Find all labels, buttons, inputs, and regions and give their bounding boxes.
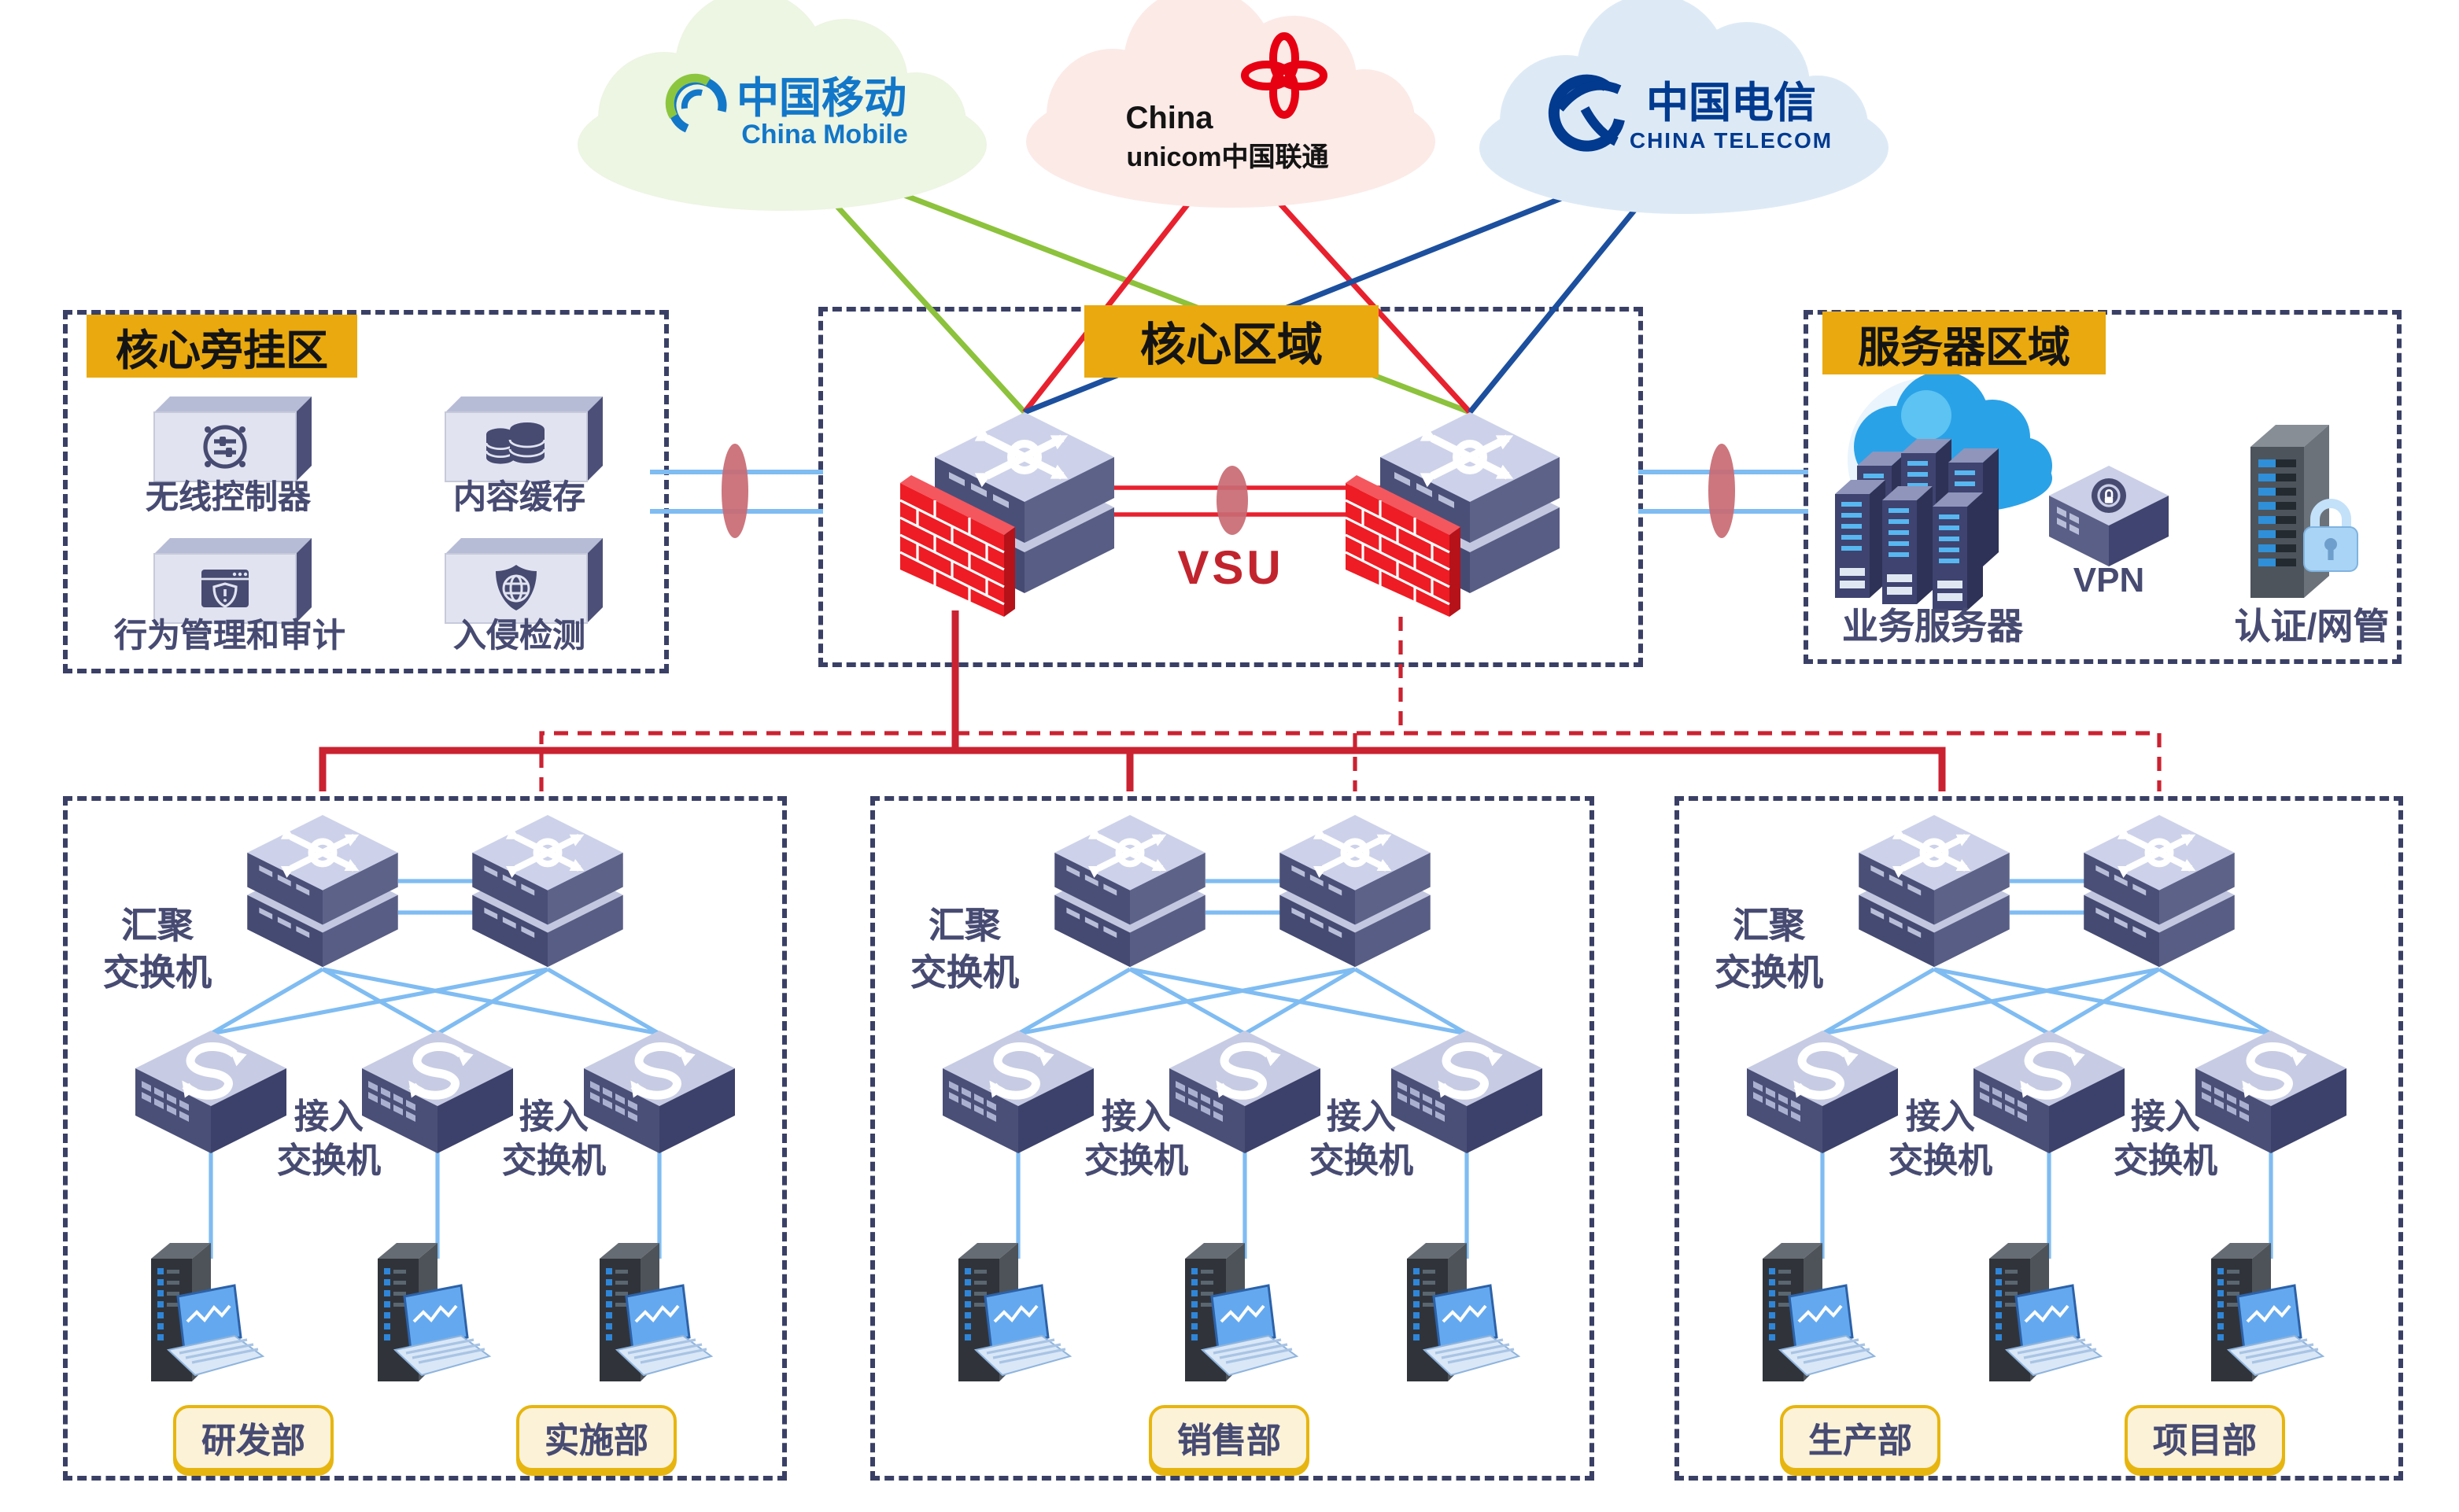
padlock-icon <box>2303 499 2358 572</box>
china-mobile-logo-icon <box>665 73 727 135</box>
access-switch <box>2195 1031 2346 1153</box>
server-tower <box>1835 480 1885 598</box>
appliance-behavior-audit <box>153 537 312 624</box>
vsu-ellipse <box>1217 466 1248 535</box>
access-switch <box>362 1031 513 1153</box>
workstation <box>150 1241 264 1383</box>
server-tower <box>1882 486 1933 604</box>
vpn-lock-icon <box>2092 478 2126 513</box>
core-to-dept-trunks <box>319 610 2162 791</box>
vpn-device <box>2049 466 2169 566</box>
access-switch <box>1747 1031 1898 1153</box>
business-server-cluster <box>1835 371 2052 610</box>
china-telecom-logo-icon <box>1548 74 1625 152</box>
cloud-china-unicom <box>1026 0 1435 208</box>
aggregation-switch <box>2084 815 2235 967</box>
workstation <box>1405 1241 1520 1383</box>
shield-globe-icon <box>496 565 537 610</box>
access-switch <box>1391 1031 1542 1153</box>
workstation <box>957 1241 1072 1383</box>
vsu-links <box>1114 485 1380 517</box>
aggregation-switch <box>472 815 623 967</box>
appliance-wireless-controller <box>153 396 312 482</box>
zone-dept3-box <box>1674 796 2403 1481</box>
aggregation-switch <box>1859 815 2010 967</box>
aggregation-switch <box>1279 815 1431 967</box>
trunk-solid-from-core-left <box>319 610 1946 791</box>
appliance-intrusion-detection <box>445 537 604 624</box>
server-tower <box>1933 492 1983 610</box>
aggregation-switch <box>1054 815 1206 967</box>
dept-zone-1-devices <box>135 815 735 1383</box>
aggregation-ellipse-right <box>1708 444 1735 538</box>
audit-window-shield-icon <box>201 570 249 608</box>
cloud-china-mobile <box>578 0 987 211</box>
workstation <box>598 1241 713 1383</box>
workstation <box>1988 1241 2103 1383</box>
dept3-links <box>1820 879 2273 1259</box>
dept1-links <box>209 879 662 1259</box>
access-switch <box>1973 1031 2125 1153</box>
cloud-highlight <box>1901 390 1951 441</box>
aggregation-ellipse-left <box>722 444 748 538</box>
zone-core-side-box <box>63 310 669 673</box>
workstation <box>1761 1241 1876 1383</box>
cloud-china-telecom <box>1479 0 1889 214</box>
access-switch <box>943 1031 1094 1153</box>
database-icon <box>485 422 546 464</box>
auth-nms-server <box>2250 425 2358 598</box>
workstation <box>2210 1241 2324 1383</box>
dept-zone-3-devices <box>1747 815 2346 1383</box>
china-unicom-logo-icon <box>1241 32 1327 119</box>
appliance-content-cache <box>445 396 604 482</box>
access-switch <box>135 1031 286 1153</box>
zone-dept2-box <box>870 796 1594 1481</box>
access-switch <box>584 1031 735 1153</box>
aggregation-switch <box>247 815 398 967</box>
trunk-dashed-from-core-right <box>539 617 2162 791</box>
access-switch <box>1169 1031 1320 1153</box>
workstation <box>376 1241 491 1383</box>
wireless-controller-icon <box>205 426 246 467</box>
zone-dept1-box <box>63 796 787 1481</box>
dept-zone-2-devices <box>943 815 1542 1383</box>
dept2-links <box>1016 879 1469 1259</box>
workstation <box>1183 1241 1298 1383</box>
